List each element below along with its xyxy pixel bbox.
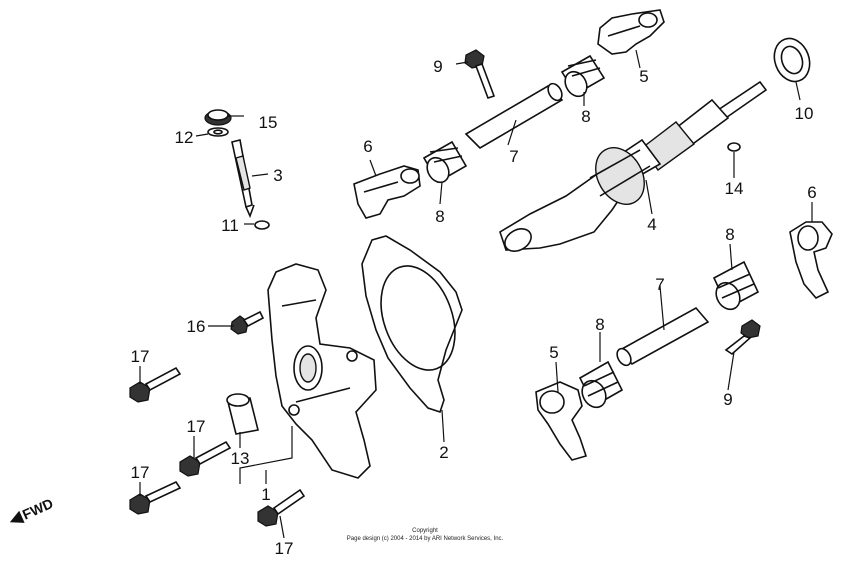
part-11-clip	[254, 220, 270, 230]
part-3-pin	[231, 139, 255, 219]
part-8-spring-upper-left	[422, 140, 468, 184]
label-part-6-left: 6	[363, 137, 372, 156]
copyright-line-1: Copyright	[412, 528, 438, 534]
label-part-17-b: 17	[187, 417, 206, 436]
label-part-17-a: 17	[131, 347, 150, 366]
label-part-8-upper-right: 8	[581, 107, 590, 126]
part-4-shift-drum	[499, 80, 768, 252]
label-part-5-upper: 5	[639, 67, 648, 86]
label-part-11: 11	[221, 216, 239, 235]
part-17-bolt-d	[257, 488, 306, 527]
label-part-15: 15	[259, 113, 278, 132]
part-14-pin	[727, 142, 741, 152]
part-5-fork-upper	[597, 9, 665, 55]
part-17-bolt-c	[129, 480, 182, 515]
label-part-14: 14	[725, 179, 744, 198]
part-13-plug	[226, 393, 259, 435]
label-part-13: 13	[231, 449, 250, 468]
label-part-16: 16	[187, 317, 206, 336]
part-9-bolt-lower	[724, 319, 761, 356]
part-6-fork-right	[789, 221, 833, 299]
label-part-5-lower: 5	[549, 343, 558, 362]
label-part-9-upper: 9	[433, 57, 442, 76]
part-2-gasket	[361, 235, 463, 414]
label-part-17-c: 17	[131, 463, 150, 482]
part-7-shaft-upper	[464, 82, 564, 150]
part-15-cap	[204, 109, 232, 126]
label-part-10: 10	[795, 104, 814, 123]
label-part-7-lower: 7	[655, 275, 664, 294]
label-part-1: 1	[261, 485, 270, 504]
part-8-spring-lower-right	[712, 260, 760, 311]
copyright-line-2: Page design (c) 2004 - 2014 by ARI Netwo…	[346, 536, 504, 542]
part-10-washer	[773, 37, 811, 83]
part-17-bolt-a	[129, 366, 182, 403]
label-part-2: 2	[439, 443, 448, 462]
part-8-spring-lower-left	[578, 360, 624, 409]
label-part-3: 3	[273, 166, 282, 185]
part-17-bolt-b	[179, 440, 232, 477]
label-part-6-right: 6	[807, 183, 816, 202]
part-8-spring-upper-right	[560, 54, 606, 98]
part-7-shaft-lower	[616, 306, 710, 367]
part-1-housing	[267, 263, 377, 479]
callout-labels: 15 12 3 11 9 7 8 5 10 6 8 4 14 6 8 7 8 5…	[131, 57, 817, 558]
part-5-fork-lower	[535, 381, 588, 461]
label-part-12: 12	[175, 128, 194, 147]
part-12-washer	[207, 127, 229, 137]
label-part-7-upper: 7	[509, 147, 518, 166]
label-part-8-lower-left: 8	[595, 315, 604, 334]
leader-lines	[139, 49, 813, 539]
label-part-8-upper-left: 8	[435, 207, 444, 226]
label-part-17-d: 17	[275, 539, 294, 558]
copyright-notice: Copyright Page design (c) 2004 - 2014 by…	[330, 527, 520, 543]
part-16-bolt	[230, 310, 265, 335]
label-part-8-lower-right: 8	[725, 225, 734, 244]
label-part-4: 4	[647, 215, 656, 234]
part-9-bolt-upper	[464, 49, 496, 100]
part-6-fork-left	[353, 165, 421, 219]
label-part-9-lower: 9	[723, 390, 732, 409]
